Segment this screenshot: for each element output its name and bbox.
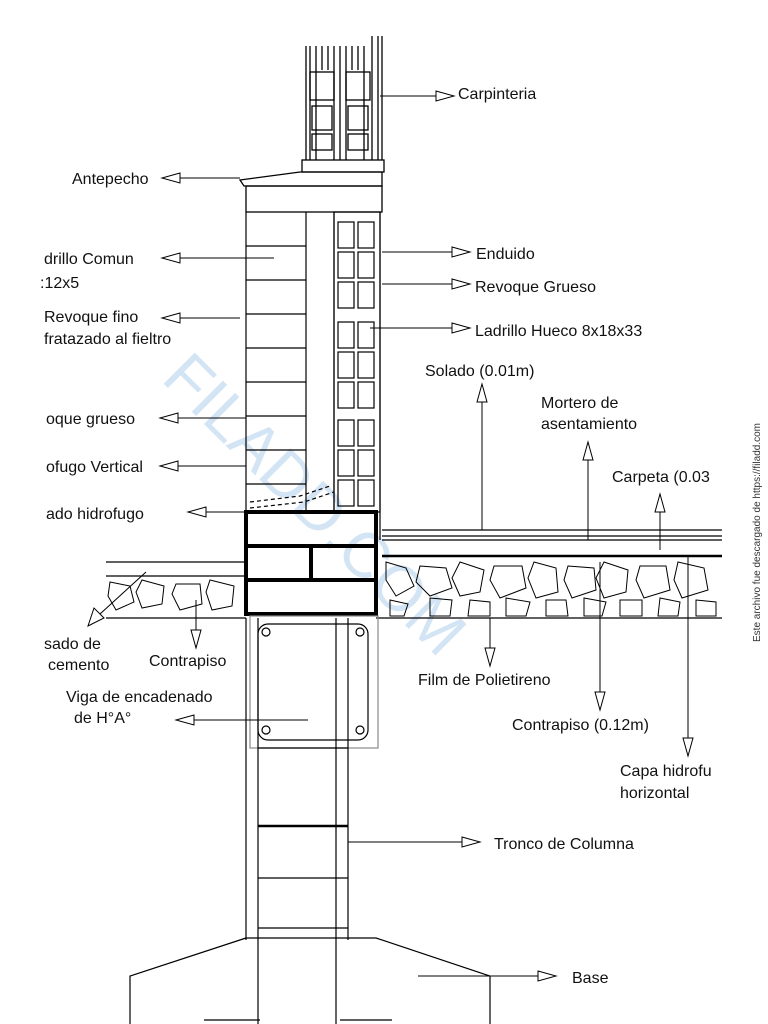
label-carpinteria: Carpinteria [458,86,536,103]
floor-layers [106,529,722,619]
label-enduido: Enduido [476,246,535,263]
label-viga: Viga de encadenado [66,689,213,706]
label-base: Base [572,970,609,987]
label-mortero: Mortero de [541,395,618,412]
label-carpeta: Carpeta (0.03 [612,469,710,486]
window-frame [301,36,385,173]
foundation-bricks [244,510,378,616]
label-tronco-columna: Tronco de Columna [494,836,634,853]
label-capa-hidrofuga-2: horizontal [620,785,689,802]
beam-and-column [129,615,491,1024]
label-ladrillo-comun: drillo Comun [44,251,134,268]
label-revoque-grueso-left: oque grueso [46,411,135,428]
label-contrapiso-left: Contrapiso [149,653,226,670]
label-film: Film de Polietireno [418,672,551,689]
label-mortero-2: asentamiento [541,416,637,433]
label-viga-2: de H°A° [74,710,131,727]
label-ladrillo-hueco: Ladrillo Hueco 8x18x33 [475,323,642,340]
label-capa-hidrofuga: Capa hidrofu [620,763,712,780]
labels: Carpinteria Antepecho drillo Comun :12x5… [40,86,712,987]
label-ladrillo-comun-size: :12x5 [40,275,79,292]
label-hidrofugo-vertical: ofugo Vertical [46,459,143,476]
label-revoque-fino-2: fratazado al fieltro [44,331,171,348]
download-source-note: Este archivo fue descargado de https://f… [752,423,763,642]
label-cajon-hidrofugo: ado hidrofugo [46,506,144,523]
leader-lines [87,90,694,982]
label-alisado-2: cemento [48,657,109,674]
watermark: FILADD.COM [150,339,480,669]
label-alisado: sado de [44,636,101,653]
label-contrapiso-right: Contrapiso (0.12m) [512,717,649,734]
window-sill [238,171,383,213]
rubble-fill [107,561,717,617]
label-antepecho: Antepecho [72,171,149,188]
label-revoque-fino: Revoque fino [44,309,138,326]
label-revoque-grueso-right: Revoque Grueso [475,279,596,296]
label-solado: Solado (0.01m) [425,363,534,380]
